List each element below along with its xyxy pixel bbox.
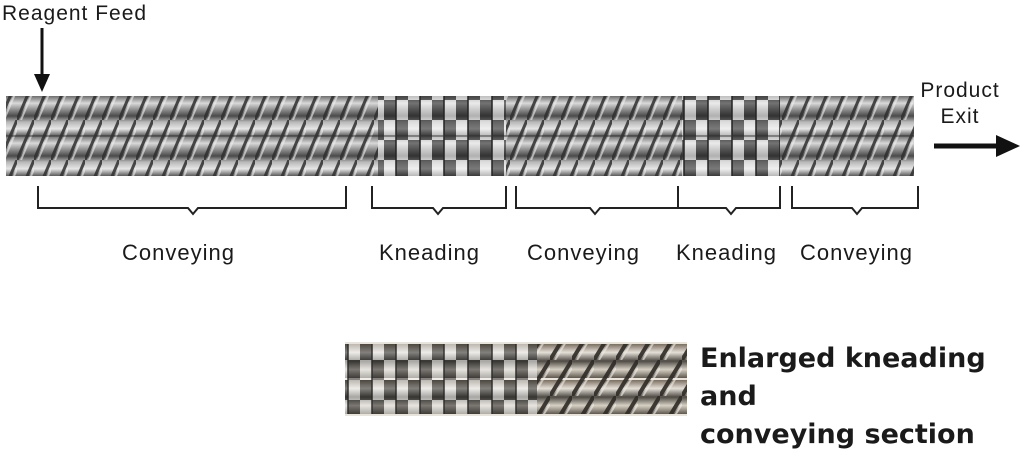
- brace-conveying-3: [791, 186, 919, 216]
- section-braces: [37, 186, 919, 216]
- section-label-conveying-2: Conveying: [527, 240, 640, 265]
- section-label-conveying-1: Conveying: [122, 240, 235, 265]
- product-exit-line1: Product: [920, 79, 1000, 102]
- section-label-conveying-3: Conveying: [800, 240, 913, 265]
- enlarged-section-caption: Enlarged kneading and conveying section: [700, 340, 1024, 454]
- brace-conveying-2: [515, 186, 679, 216]
- brace-kneading-2: [677, 186, 781, 216]
- caption-line2: conveying section: [700, 419, 975, 450]
- section-label-kneading-1: Kneading: [379, 240, 480, 265]
- product-exit-label: Product Exit: [918, 78, 1002, 130]
- caption-line1: Enlarged kneading and: [700, 343, 986, 412]
- product-exit-arrow: [934, 135, 1020, 157]
- extruder-diagram: [6, 28, 1020, 416]
- reagent-feed-arrow: [34, 28, 50, 92]
- reagent-feed-label: Reagent Feed: [2, 2, 148, 25]
- twin-screw-shaft: [6, 96, 914, 176]
- brace-conveying-1: [37, 186, 347, 216]
- product-exit-line2: Exit: [940, 105, 980, 128]
- section-label-kneading-2: Kneading: [676, 240, 777, 265]
- brace-kneading-1: [371, 186, 507, 216]
- enlarged-section-photo: [345, 342, 687, 416]
